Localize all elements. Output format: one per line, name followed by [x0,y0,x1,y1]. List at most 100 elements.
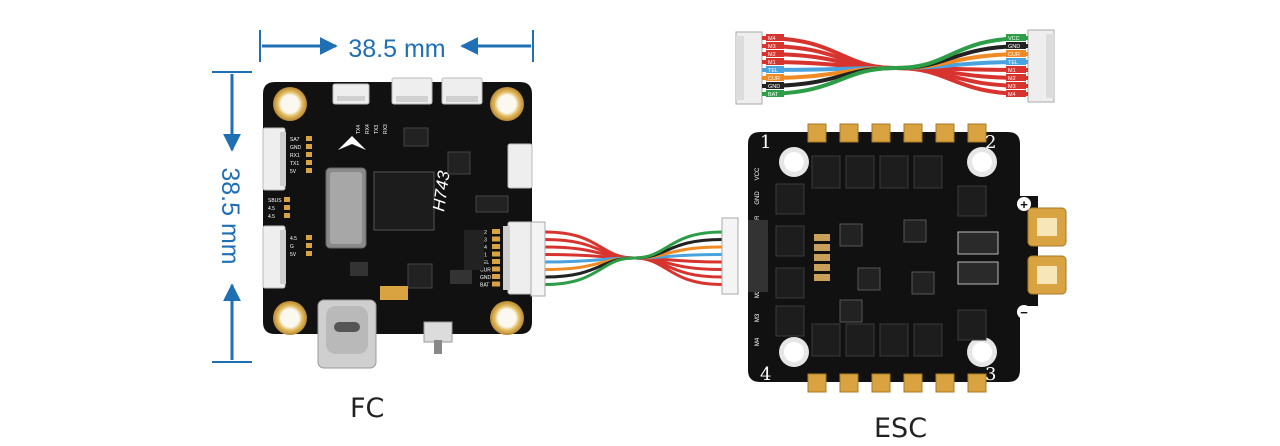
cable-left-label-bg [766,82,784,89]
width-dimension: 38.5 mm [259,30,534,63]
fc-chip-small-3 [475,195,509,213]
fc-cap-2 [450,270,472,284]
fc-pad-label: 4.5 [290,236,297,242]
esc-capacitor-1 [957,231,999,255]
esc-corner-number-1: 1 [760,132,771,153]
esc-plus-symbol: + [1020,197,1028,212]
fc-pad-label: 4.5 [268,214,275,220]
cable-right-label-bg [1006,74,1026,81]
fc-pad-label: 5V [290,252,297,258]
fc-cap-1 [350,262,368,276]
fc-right-pad-label: TEL [480,260,489,266]
cable-left-label-bg [766,66,784,73]
esc-corner-number-2: 2 [985,132,996,153]
esc-motor-pad [935,123,955,143]
esc-resistor [814,234,830,241]
fc-chip-small-2 [407,263,433,289]
fc-right-pad [492,266,500,272]
fc-pad-label: GND [290,145,302,151]
cable-top-wires [761,36,1029,96]
fc-right-pad [492,236,500,242]
fc-top-pad-label: RX3 [383,124,389,134]
esc-driver-chip [857,267,881,291]
esc-mosfet [879,155,909,189]
esc-mosfet [775,305,805,337]
cable-left-label-bg [766,42,784,49]
fc-pad-label: SA7 [290,137,300,143]
fc-chip-small-5 [464,230,484,270]
fc-pad [306,160,312,165]
esc-mosfet [913,323,943,357]
esc-driver-chip [839,299,863,323]
fc-pad [284,197,290,202]
fc-pad-label: TX1 [290,161,299,167]
fc-pad-label: 5V [290,169,297,175]
cable-right-label: TEL [1008,60,1018,66]
cable-right-label: VCC [1008,36,1020,42]
height-label: 38.5 mm [216,167,244,264]
fc-arrow-logo [338,136,366,150]
fc-mount-hole-bl [273,301,307,335]
fc-pad-label: SBUS [268,198,282,204]
esc-caption: ESC [874,413,928,444]
fc-right-connector-1 [507,143,533,189]
esc-mosfet [845,323,875,357]
esc-mount-hole-bl [779,337,809,367]
esc-bottom-motor-pads [807,373,987,393]
esc-side-pad-label: M3 [755,313,761,322]
fc-right-pad [492,274,500,279]
fc-gold-pad-1 [380,286,408,300]
esc-mosfet [913,155,943,189]
fc-mcu-chip [373,171,435,231]
esc-mosfet [957,309,987,341]
cable-left-label: BAT [768,92,779,98]
esc-motor-pad [807,373,827,393]
fc-right-connector-2 [503,221,533,295]
cable-right-label-bg [1006,50,1026,57]
cable-left-label-bg [766,90,784,97]
cable-right-plug [1027,29,1055,103]
esc-plus-marker [1017,197,1031,211]
fc-right-pad [492,251,500,257]
fc-right-pad [492,281,500,287]
cable-right-label: M2 [1008,76,1016,82]
width-label: 38.5 mm [348,35,445,63]
fc-pad [306,243,312,248]
esc-resistor [814,244,830,251]
fc-pad-label: 4.5 [268,206,275,212]
esc-mount-hole-tr [967,147,997,177]
fc-top-connector-3 [441,77,483,105]
fc-mount-hole-br [490,301,524,335]
fc-top-connector-1 [332,83,370,105]
esc-mosfet [879,323,909,357]
fc-mount-hole-tl [273,87,307,121]
esc-corner-number-4: 4 [760,364,771,385]
fc-right-pad-label: GND [480,275,492,281]
esc-side-pad-label: M4 [755,337,761,346]
fc-pad [306,136,312,141]
esc-pcb [748,132,1020,382]
esc-corner-number-3: 3 [985,364,996,385]
fc-left-connector-2 [262,225,286,289]
cable-left-label-bg [766,50,784,57]
esc-resistor [814,264,830,271]
esc-side-pad-label: GND [755,191,761,205]
esc-mosfets [775,155,987,357]
cable-left-label: TEL [768,68,778,74]
cable-right-label: CUR [1008,52,1020,58]
fc-pad [284,213,290,218]
esc-capacitor-2 [957,261,999,285]
esc-mosfet [811,155,841,189]
fc-esc-cable [544,230,723,286]
esc-mount-hole-tl [779,147,809,177]
esc-minus-symbol: − [1020,305,1028,320]
cable-right-label: M1 [1008,68,1016,74]
cable-left-label-bg [766,74,784,81]
esc-mosfet [775,183,805,215]
fc-pad-label: G [290,244,294,250]
